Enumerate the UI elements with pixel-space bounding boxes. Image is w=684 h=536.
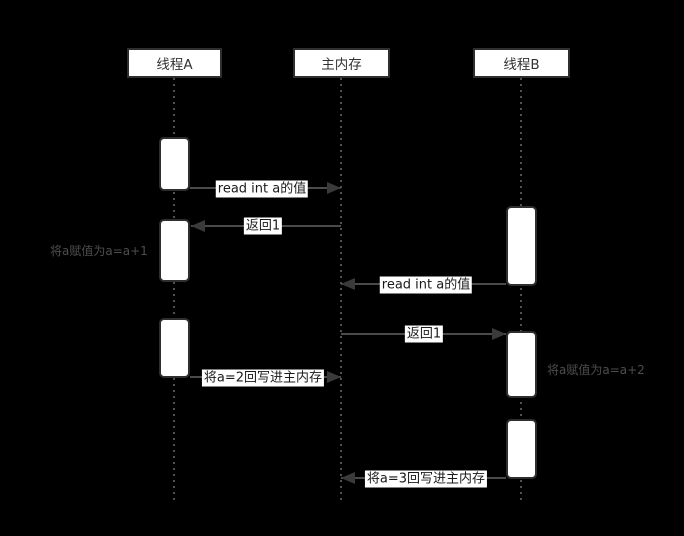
arrowhead-right-icon <box>492 328 506 340</box>
message-label: 返回1 <box>404 325 444 343</box>
message-label: read int a的值 <box>215 180 309 198</box>
message-label: 将a=2回写进主内存 <box>201 369 325 387</box>
lifeline-thread-b <box>520 78 522 504</box>
activation-thread-a-2 <box>159 219 190 282</box>
message-label: 返回1 <box>243 217 283 235</box>
activation-thread-a-1 <box>159 137 190 191</box>
arrowhead-right-icon <box>327 371 341 383</box>
activation-thread-b-2 <box>506 331 537 398</box>
activation-thread-b-3 <box>506 419 537 479</box>
participant-thread-b: 线程B <box>473 48 570 78</box>
arrowhead-left-icon <box>191 220 205 232</box>
activation-thread-a-3 <box>159 318 190 378</box>
participant-main-memory: 主内存 <box>293 48 390 78</box>
participant-thread-a-label: 线程A <box>156 57 193 73</box>
participant-thread-a: 线程A <box>127 48 222 78</box>
arrowhead-left-icon <box>341 278 355 290</box>
activation-thread-b-1 <box>506 206 537 286</box>
message-label: read int a的值 <box>379 276 473 294</box>
annotation-thread-b-assign: 将a赋值为a=a+2 <box>547 363 645 377</box>
arrowhead-left-icon <box>341 472 355 484</box>
lifeline-main-memory <box>340 78 342 504</box>
message-label: 将a=3回写进主内存 <box>364 470 488 488</box>
annotation-thread-a-assign: 将a赋值为a=a+1 <box>50 244 148 258</box>
participant-main-memory-label: 主内存 <box>321 57 362 73</box>
arrowhead-right-icon <box>327 182 341 194</box>
participant-thread-b-label: 线程B <box>503 57 540 73</box>
lifeline-thread-a <box>173 78 175 504</box>
